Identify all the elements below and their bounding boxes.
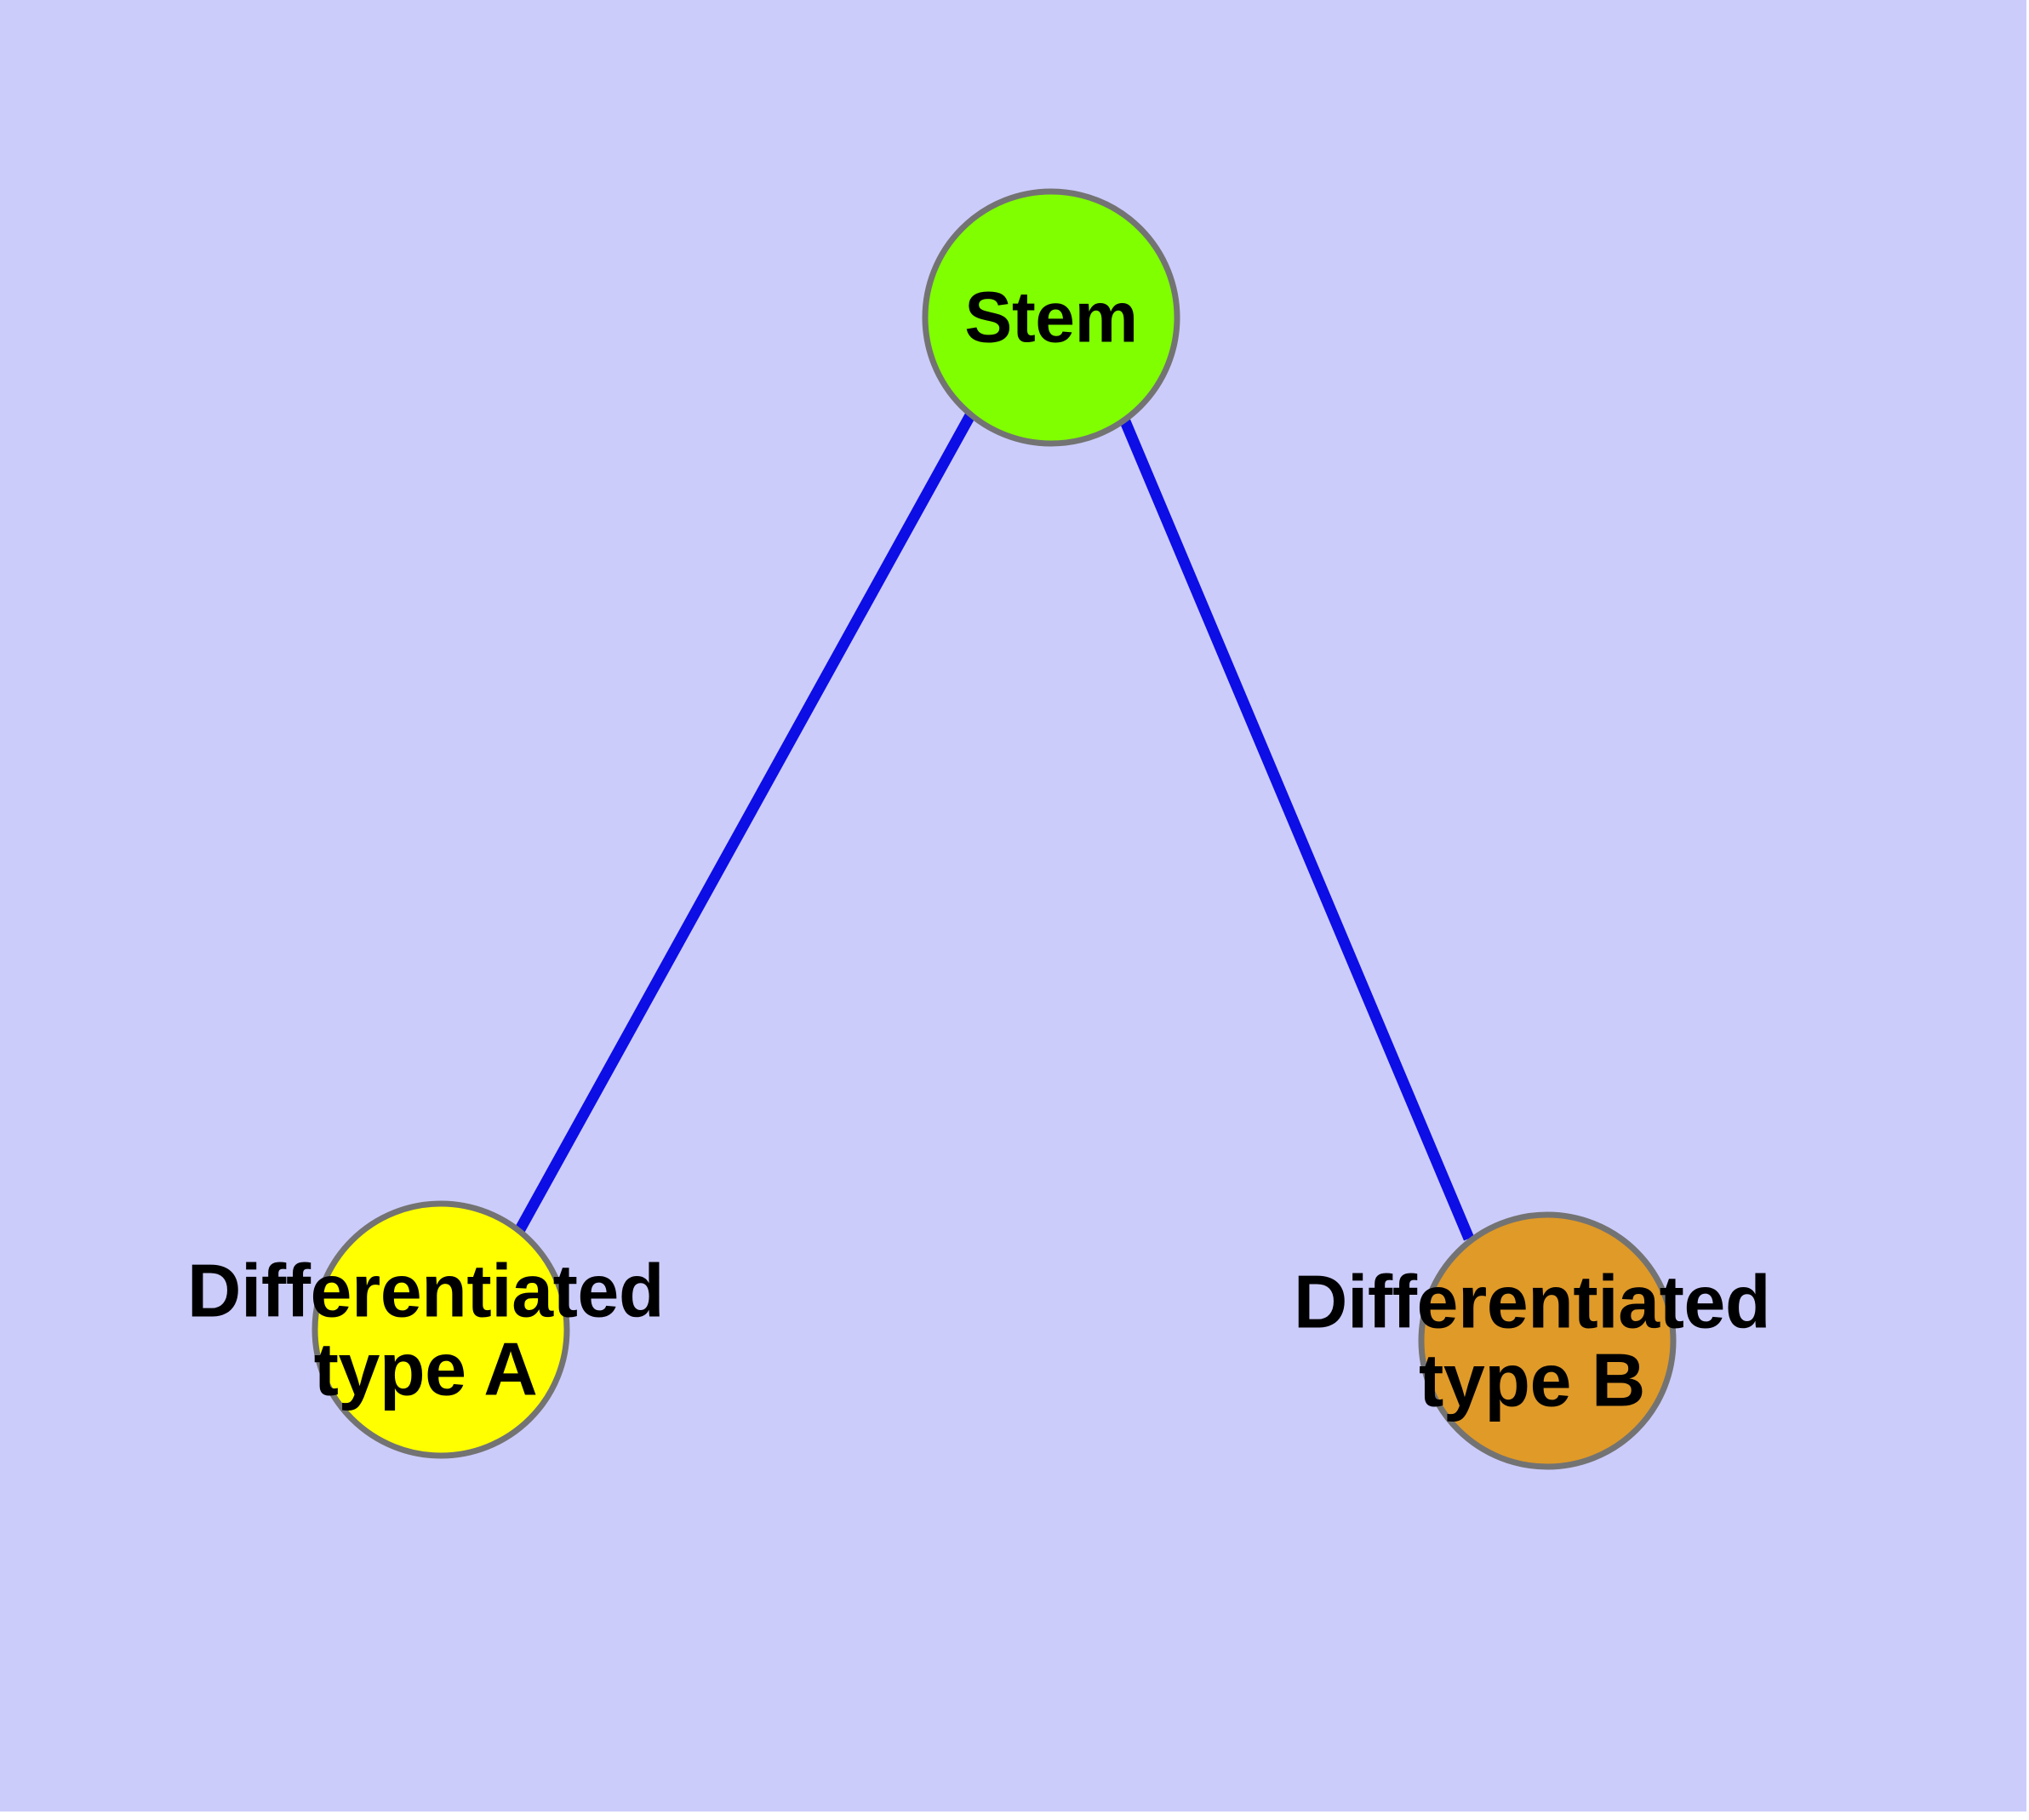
- node-layer: [311, 188, 1677, 1470]
- node-differentiated-type-a[interactable]: [311, 1200, 570, 1459]
- node-differentiated-type-b[interactable]: [1418, 1211, 1677, 1470]
- node-stem[interactable]: [922, 188, 1180, 447]
- edge-stem-to-type-b[interactable]: [1120, 419, 1474, 1241]
- edge-layer: [514, 412, 1474, 1241]
- edge-stem-to-type-a[interactable]: [514, 412, 975, 1234]
